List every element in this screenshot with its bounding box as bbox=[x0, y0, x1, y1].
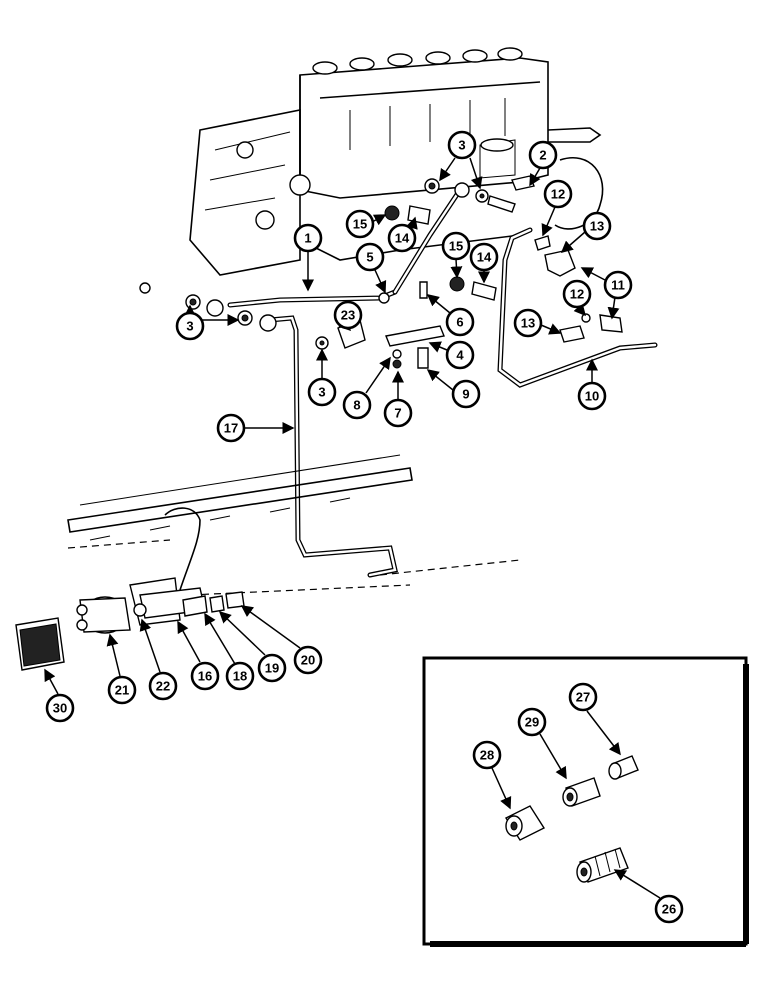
fitting-26 bbox=[576, 847, 629, 883]
svg-text:4: 4 bbox=[456, 348, 464, 363]
callout-28: 28 bbox=[472, 740, 502, 770]
callout-10: 10 bbox=[577, 381, 607, 411]
svg-text:3: 3 bbox=[318, 385, 325, 400]
svg-text:21: 21 bbox=[115, 683, 129, 698]
callout-2: 2 bbox=[528, 140, 558, 170]
callout-12-lower: 12 bbox=[562, 279, 592, 309]
callout-3-lower: 3 bbox=[307, 377, 337, 407]
callout-11: 11 bbox=[603, 270, 633, 300]
callout-22: 22 bbox=[148, 671, 178, 701]
svg-text:12: 12 bbox=[551, 187, 565, 202]
svg-text:19: 19 bbox=[265, 661, 279, 676]
svg-text:29: 29 bbox=[525, 715, 539, 730]
svg-text:7: 7 bbox=[394, 406, 401, 421]
svg-text:22: 22 bbox=[156, 679, 170, 694]
callout-13-lower: 13 bbox=[513, 308, 543, 338]
callout-13-top: 13 bbox=[582, 211, 612, 241]
svg-text:1: 1 bbox=[304, 231, 311, 246]
svg-text:10: 10 bbox=[585, 389, 599, 404]
svg-text:6: 6 bbox=[456, 315, 463, 330]
svg-text:11: 11 bbox=[611, 278, 625, 293]
callout-19: 19 bbox=[257, 653, 287, 683]
svg-text:15: 15 bbox=[353, 217, 367, 232]
fitting-29 bbox=[562, 777, 601, 807]
svg-text:28: 28 bbox=[480, 748, 494, 763]
callout-30: 30 bbox=[45, 693, 75, 723]
callout-5: 5 bbox=[355, 242, 385, 272]
svg-text:16: 16 bbox=[198, 669, 212, 684]
solenoid-assembly bbox=[15, 577, 245, 671]
callouts: 1 2 3 3 3 4 5 6 7 8 9 10 11 12 12 1 bbox=[44, 130, 633, 723]
callout-14-top: 14 bbox=[387, 223, 417, 253]
svg-text:18: 18 bbox=[233, 669, 247, 684]
svg-text:9: 9 bbox=[462, 387, 469, 402]
callout-12-top: 12 bbox=[543, 179, 573, 209]
callout-15-right: 15 bbox=[441, 231, 471, 261]
callout-20: 20 bbox=[293, 645, 323, 675]
svg-text:17: 17 bbox=[224, 421, 238, 436]
svg-text:13: 13 bbox=[521, 316, 535, 331]
svg-text:30: 30 bbox=[53, 701, 67, 716]
callout-17: 17 bbox=[216, 413, 246, 443]
callout-27: 27 bbox=[568, 682, 598, 712]
injection-pump bbox=[189, 47, 604, 276]
callout-4: 4 bbox=[445, 340, 475, 370]
callout-1: 1 bbox=[293, 223, 323, 253]
engine-block-edge bbox=[67, 454, 521, 596]
callout-14-right: 14 bbox=[469, 242, 499, 272]
svg-text:3: 3 bbox=[458, 138, 465, 153]
callout-26: 26 bbox=[654, 894, 684, 924]
pump-top-caps bbox=[312, 47, 523, 75]
svg-text:12: 12 bbox=[570, 287, 584, 302]
callout-3-left: 3 bbox=[175, 311, 205, 341]
svg-text:2: 2 bbox=[539, 148, 546, 163]
svg-text:26: 26 bbox=[662, 902, 676, 917]
callout-8: 8 bbox=[342, 390, 372, 420]
svg-text:14: 14 bbox=[395, 231, 410, 246]
fitting-27 bbox=[608, 755, 639, 780]
callout-9: 9 bbox=[451, 379, 481, 409]
fuel-lines bbox=[227, 187, 658, 578]
svg-text:13: 13 bbox=[590, 219, 604, 234]
svg-text:27: 27 bbox=[576, 690, 590, 705]
svg-text:23: 23 bbox=[341, 308, 355, 323]
fitting-28 bbox=[504, 805, 546, 841]
callout-7: 7 bbox=[383, 398, 413, 428]
callout-29: 29 bbox=[517, 707, 547, 737]
callout-23: 23 bbox=[333, 300, 363, 330]
svg-text:15: 15 bbox=[449, 239, 463, 254]
callout-15-top: 15 bbox=[345, 209, 375, 239]
callout-21: 21 bbox=[107, 675, 137, 705]
inset-box: 28 29 27 26 bbox=[422, 656, 749, 947]
svg-text:5: 5 bbox=[366, 250, 373, 265]
callout-6: 6 bbox=[445, 307, 475, 337]
svg-text:20: 20 bbox=[301, 653, 315, 668]
svg-text:3: 3 bbox=[186, 319, 193, 334]
callout-18: 18 bbox=[225, 661, 255, 691]
svg-text:14: 14 bbox=[477, 250, 492, 265]
callout-3-top: 3 bbox=[447, 130, 477, 160]
callout-16: 16 bbox=[190, 661, 220, 691]
svg-text:8: 8 bbox=[353, 398, 360, 413]
